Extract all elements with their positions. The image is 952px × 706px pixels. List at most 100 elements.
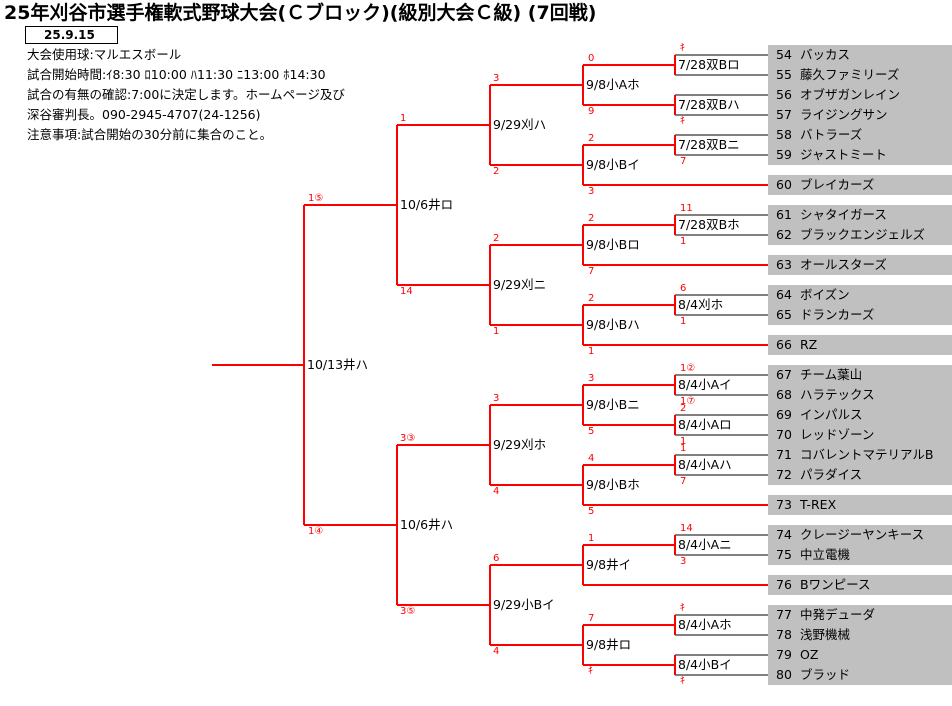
team-name: バッカス bbox=[800, 47, 851, 62]
team-number: 66 bbox=[776, 337, 792, 352]
team-name: Bワンピース bbox=[800, 577, 871, 592]
score-label: 1 bbox=[588, 346, 595, 357]
team-row bbox=[768, 365, 952, 385]
score-label: 14 bbox=[680, 523, 693, 534]
match-label: 9/8小Bイ bbox=[586, 157, 640, 172]
team-row bbox=[768, 45, 952, 65]
team-number: 68 bbox=[776, 387, 792, 402]
match-label: 9/8小Bニ bbox=[586, 397, 640, 412]
score-label: ｷ bbox=[680, 603, 685, 614]
score-label: 1④ bbox=[308, 526, 324, 537]
score-label: 5 bbox=[588, 426, 595, 437]
score-label: 1⑦ bbox=[680, 396, 696, 407]
match-label: 9/8井イ bbox=[586, 557, 632, 572]
score-label: 1 bbox=[400, 113, 407, 124]
score-label: 1 bbox=[680, 443, 687, 454]
team-number: 75 bbox=[776, 547, 792, 562]
team-name: ライジングサン bbox=[800, 107, 888, 122]
info-notice: 注意事項:試合開始の30分前に集合のこと。 bbox=[27, 127, 273, 142]
match-label: 7/28双Bハ bbox=[678, 97, 740, 112]
team-name: クレージーヤンキース bbox=[800, 527, 925, 542]
team-number: 60 bbox=[776, 177, 792, 192]
team-row bbox=[768, 335, 952, 355]
team-number: 74 bbox=[776, 527, 792, 542]
score-label: 5 bbox=[588, 506, 595, 517]
score-label: 2 bbox=[588, 293, 595, 304]
score-label: 2 bbox=[493, 233, 500, 244]
team-row bbox=[768, 105, 952, 125]
score-label: 1② bbox=[680, 363, 696, 374]
score-label: 2 bbox=[680, 403, 687, 414]
team-row bbox=[768, 445, 952, 465]
team-row bbox=[768, 385, 952, 405]
team-number: 71 bbox=[776, 447, 792, 462]
final-match-label: 10/13井ハ bbox=[307, 357, 369, 372]
team-number: 79 bbox=[776, 647, 792, 662]
score-label: 1 bbox=[493, 326, 500, 337]
team-number: 54 bbox=[776, 47, 792, 62]
team-number: 64 bbox=[776, 287, 792, 302]
match-label: 9/8小Aホ bbox=[586, 77, 640, 92]
team-number: 80 bbox=[776, 667, 792, 682]
team-number: 70 bbox=[776, 427, 792, 442]
team-row bbox=[768, 285, 952, 305]
team-row bbox=[768, 205, 952, 225]
team-number: 58 bbox=[776, 127, 792, 142]
team-row bbox=[768, 465, 952, 485]
team-name: ボイズン bbox=[800, 287, 850, 302]
team-name: ジャストミート bbox=[800, 147, 887, 162]
score-label: ｷ bbox=[680, 676, 685, 687]
info-contact: 深谷審判長。090-2945-4707(24-1256) bbox=[27, 107, 261, 122]
page-title: 25年刈谷市選手権軟式野球大会(Ｃブロック)(級別大会Ｃ級) (7回戦) bbox=[4, 2, 597, 24]
date-box: 25.9.15 bbox=[25, 26, 118, 44]
team-row bbox=[768, 625, 952, 645]
match-label: 9/8井ロ bbox=[586, 637, 632, 652]
score-label: 1 bbox=[680, 236, 687, 247]
team-name: パラダイス bbox=[800, 467, 863, 482]
score-label: 3③ bbox=[400, 433, 416, 444]
team-row bbox=[768, 145, 952, 165]
team-number: 62 bbox=[776, 227, 792, 242]
team-name: RZ bbox=[800, 337, 818, 352]
score-label: 14 bbox=[400, 286, 413, 297]
match-label: 7/28双Bホ bbox=[678, 217, 740, 232]
team-name: オブザガンレイン bbox=[800, 87, 901, 102]
team-name: 中発デューダ bbox=[800, 607, 876, 622]
score-label: ｷ bbox=[588, 666, 593, 677]
score-label: 3 bbox=[493, 393, 500, 404]
team-number: 78 bbox=[776, 627, 792, 642]
score-label: 3 bbox=[588, 186, 595, 197]
team-number: 73 bbox=[776, 497, 792, 512]
team-name: ブラッド bbox=[800, 667, 851, 682]
team-number: 57 bbox=[776, 107, 792, 122]
score-label: 6 bbox=[680, 283, 687, 294]
team-name: バトラーズ bbox=[800, 127, 863, 142]
info-ball: 大会使用球:マルエスボール bbox=[27, 47, 182, 62]
team-number: 63 bbox=[776, 257, 792, 272]
score-label: 2 bbox=[588, 213, 595, 224]
team-name: オールスターズ bbox=[800, 257, 887, 272]
team-number: 56 bbox=[776, 87, 792, 102]
team-row bbox=[768, 175, 952, 195]
team-row bbox=[768, 305, 952, 325]
team-row bbox=[768, 665, 952, 685]
team-number: 67 bbox=[776, 367, 792, 382]
score-label: 3 bbox=[680, 556, 687, 567]
team-name: インパルス bbox=[800, 407, 863, 422]
team-row bbox=[768, 575, 952, 595]
score-label: 11 bbox=[680, 203, 693, 214]
match-label: 8/4小Aニ bbox=[678, 537, 732, 552]
team-row bbox=[768, 85, 952, 105]
team-row bbox=[768, 405, 952, 425]
score-label: 2 bbox=[493, 166, 500, 177]
score-label: 3⑤ bbox=[400, 606, 416, 617]
team-name: シャタイガース bbox=[800, 207, 887, 222]
match-label: 9/29刈ハ bbox=[493, 117, 547, 132]
team-number: 69 bbox=[776, 407, 792, 422]
team-name: コバレントマテリアルB bbox=[800, 447, 934, 462]
score-label: 7 bbox=[588, 613, 595, 624]
team-row bbox=[768, 545, 952, 565]
team-name: T-REX bbox=[800, 497, 837, 512]
score-label: 1 bbox=[680, 436, 687, 447]
